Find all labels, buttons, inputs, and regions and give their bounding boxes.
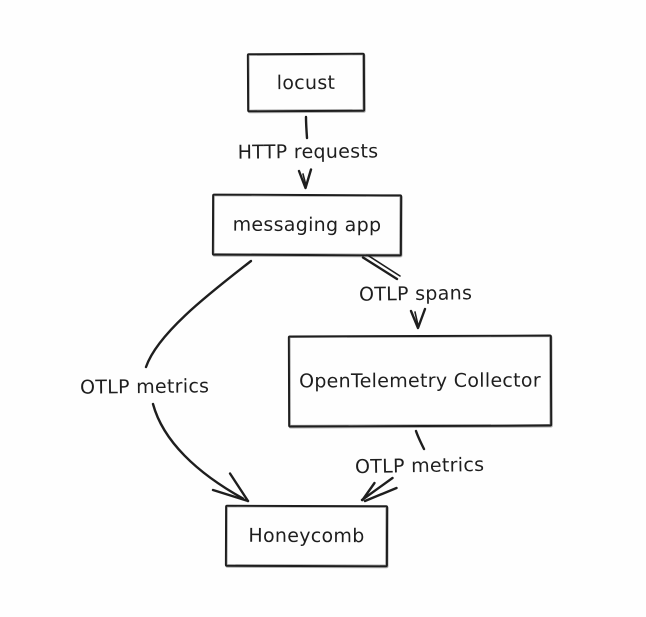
edge-label-http-requests: HTTP requests [237,140,379,164]
arrow-messaging-app-to-honeycomb [144,259,253,503]
arrow-collector-to-honeycomb [360,429,426,503]
edge-label-otlp-metrics-left: OTLP metrics [79,375,210,399]
node-honeycomb-label: Honeycomb [248,524,365,548]
arrow-messaging-app-to-collector [361,253,427,330]
node-locust: locust [246,52,366,113]
node-messaging-app-label: messaging app [232,213,382,237]
node-locust-label: locust [276,71,336,94]
node-opentelemetry-collector-label: OpenTelemetry Collector [299,369,541,393]
edge-label-otlp-metrics-right: OTLP metrics [354,453,485,479]
node-opentelemetry-collector: OpenTelemetry Collector [287,334,553,428]
arrow-locust-to-messaging-app [297,115,313,190]
edge-label-otlp-spans: OTLP spans [358,282,473,306]
node-messaging-app: messaging app [211,193,403,257]
node-honeycomb: Honeycomb [224,504,389,568]
